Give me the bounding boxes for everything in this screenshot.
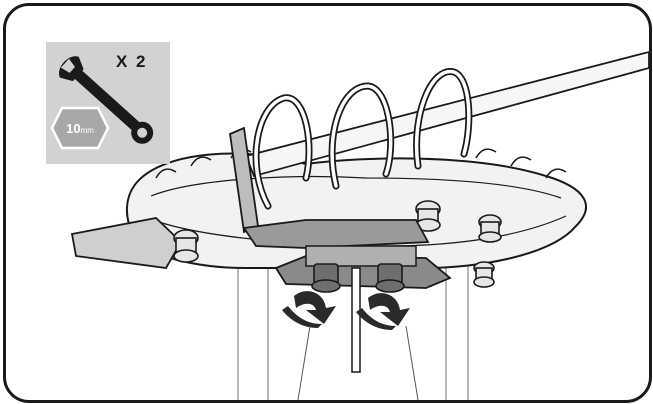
bracket-icon [229, 126, 452, 289]
bolt-icon [173, 200, 502, 288]
quantity-label: X 2 [116, 52, 148, 71]
wrench-size-label: 10mm [54, 121, 106, 136]
wrench-icon [50, 56, 154, 150]
hex-nut-icon [50, 106, 110, 150]
shaft [244, 51, 649, 178]
wrench-size-value: 10 [66, 121, 81, 136]
blade-left [70, 217, 183, 269]
rotate-arrow-icon [282, 291, 410, 330]
step-frame: X 2 10mm [3, 3, 652, 403]
tool-badge: X 2 10mm [46, 42, 170, 164]
wrench-size-unit: mm [80, 126, 94, 135]
assembly-illustration [70, 51, 649, 400]
center-rod [351, 267, 361, 373]
bolt-icon [311, 263, 405, 293]
